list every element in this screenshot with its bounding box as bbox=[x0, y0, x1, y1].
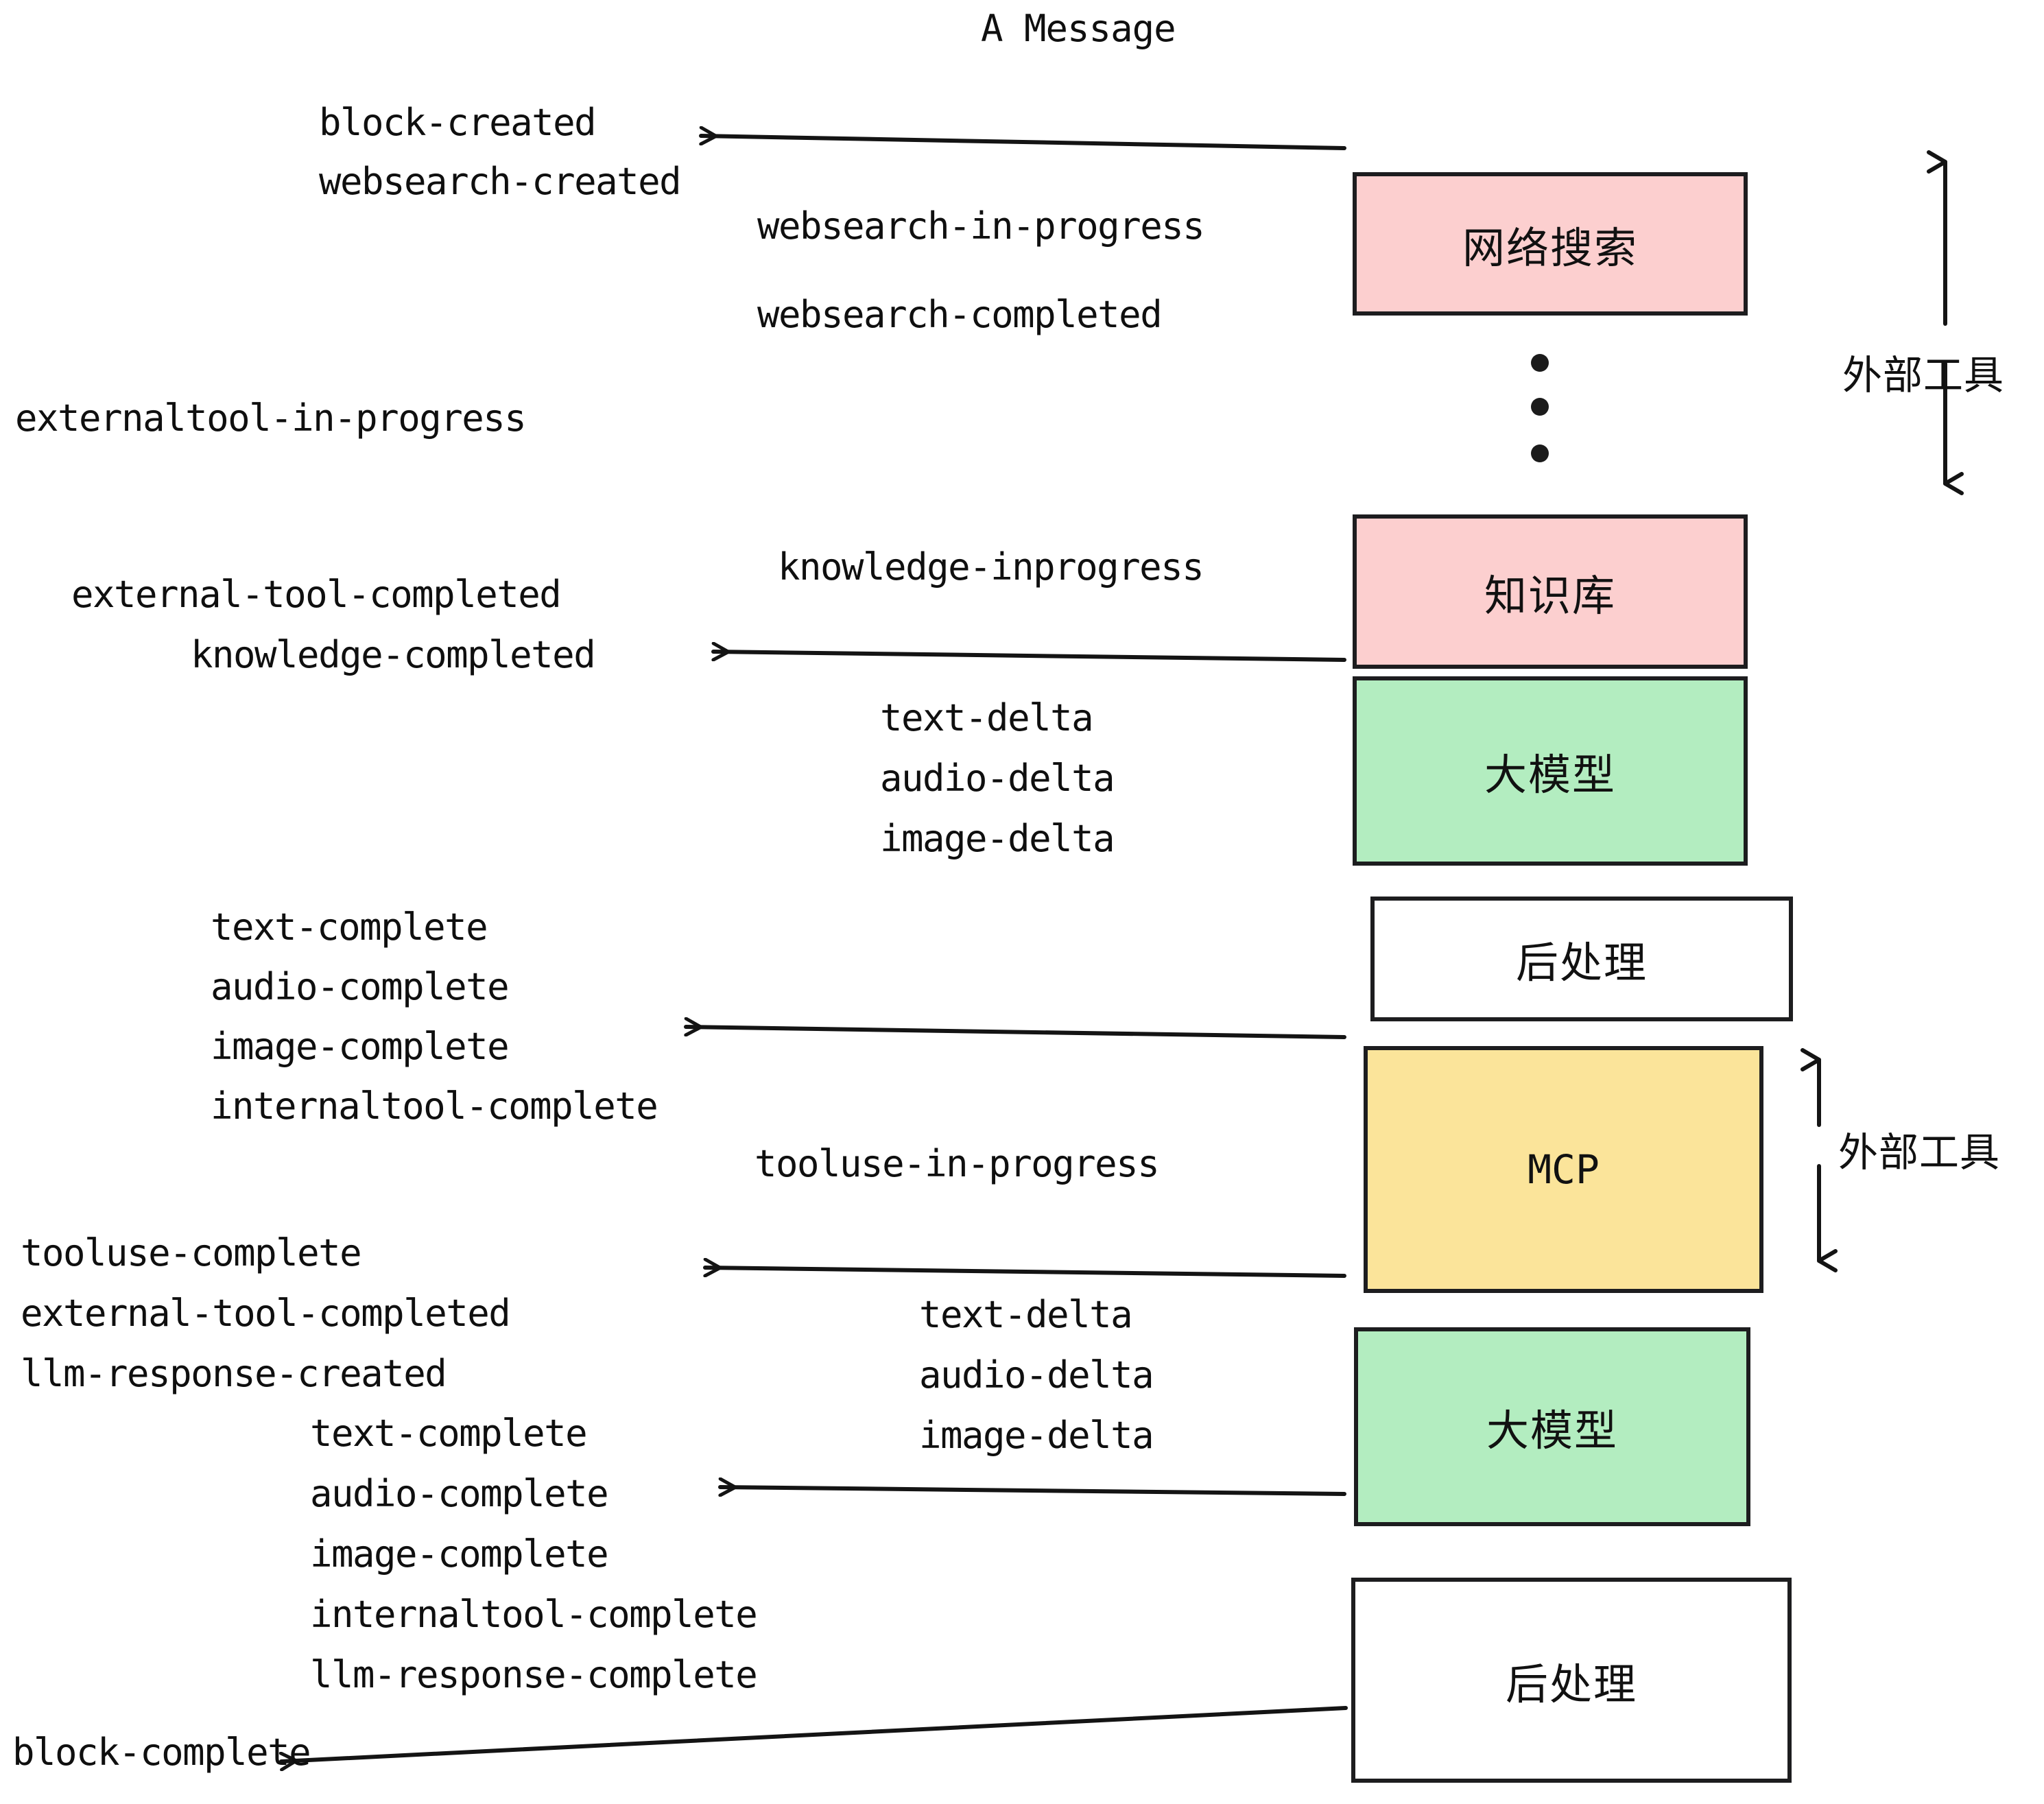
event-label-text-delta-2: text-delta bbox=[919, 1293, 1133, 1336]
arrow-block-complete bbox=[281, 1706, 1348, 1761]
event-label-audio-delta-2: audio-delta bbox=[919, 1353, 1154, 1397]
event-label-image-complete-1: image-complete bbox=[211, 1025, 510, 1068]
event-label-external-tool-completed-1: external-tool-completed bbox=[71, 573, 562, 616]
event-label-llm-response-complete: llm-response-complete bbox=[310, 1653, 758, 1696]
arrow-audio-complete bbox=[718, 1487, 1346, 1494]
event-label-image-delta-1: image-delta bbox=[880, 817, 1115, 860]
event-label-audio-complete-2: audio-complete bbox=[310, 1472, 609, 1515]
event-label-block-complete: block-complete bbox=[12, 1731, 311, 1774]
node-label: 大模型 bbox=[1486, 1405, 1618, 1456]
event-label-knowledge-inprogress: knowledge-inprogress bbox=[778, 545, 1204, 589]
event-label-websearch-created: websearch-created bbox=[319, 160, 682, 203]
event-label-llm-response-created: llm-response-created bbox=[21, 1352, 447, 1395]
node-knowledge[interactable]: 知识库 bbox=[1353, 514, 1748, 669]
node-label: 网络搜索 bbox=[1462, 222, 1638, 273]
event-label-image-delta-2: image-delta bbox=[919, 1414, 1154, 1457]
arrow-tooluse-complete bbox=[703, 1268, 1346, 1278]
event-label-internaltool-complete-1: internaltool-complete bbox=[211, 1084, 658, 1128]
group-label-external-tools-bottom: 外部工具 bbox=[1838, 1129, 2001, 1176]
node-postproc2[interactable]: 后处理 bbox=[1351, 1578, 1792, 1783]
ellipsis-dot-1 bbox=[1531, 354, 1549, 372]
event-label-text-complete-1: text-complete bbox=[211, 905, 488, 949]
arrow-block-created bbox=[699, 136, 1346, 150]
node-label: 后处理 bbox=[1515, 938, 1648, 988]
event-label-tooluse-in-progress: tooluse-in-progress bbox=[754, 1142, 1160, 1185]
event-label-websearch-in-progress: websearch-in-progress bbox=[757, 204, 1205, 248]
event-label-internaltool-complete-2: internaltool-complete bbox=[310, 1593, 758, 1636]
event-label-audio-complete-1: audio-complete bbox=[211, 965, 510, 1008]
ellipsis-dot-2 bbox=[1531, 398, 1549, 416]
node-llm2[interactable]: 大模型 bbox=[1354, 1327, 1750, 1526]
event-label-websearch-completed: websearch-completed bbox=[757, 293, 1163, 336]
arrow-knowledge-done bbox=[711, 652, 1346, 662]
node-label: 知识库 bbox=[1484, 570, 1616, 621]
node-llm1[interactable]: 大模型 bbox=[1353, 676, 1748, 866]
event-label-text-complete-2: text-complete bbox=[310, 1412, 588, 1455]
event-label-block-created: block-created bbox=[319, 101, 597, 144]
event-label-external-tool-completed-2: external-tool-completed bbox=[21, 1292, 511, 1335]
node-label: MCP bbox=[1528, 1146, 1600, 1193]
node-mcp[interactable]: MCP bbox=[1364, 1046, 1763, 1293]
node-postproc1[interactable]: 后处理 bbox=[1370, 897, 1793, 1021]
node-label: 后处理 bbox=[1505, 1659, 1637, 1709]
event-label-knowledge-completed: knowledge-completed bbox=[191, 633, 596, 676]
page-title: A Message bbox=[981, 7, 1176, 50]
event-label-text-delta-1: text-delta bbox=[880, 696, 1094, 739]
arrow-image-complete bbox=[684, 1027, 1346, 1039]
event-label-tooluse-complete: tooluse-complete bbox=[21, 1231, 362, 1274]
event-label-externaltool-in-progress: externaltool-in-progress bbox=[15, 396, 527, 440]
group-label-external-tools-top: 外部工具 bbox=[1842, 352, 2005, 399]
ellipsis-dot-3 bbox=[1531, 444, 1549, 462]
node-websearch[interactable]: 网络搜索 bbox=[1353, 172, 1748, 316]
node-label: 大模型 bbox=[1484, 750, 1616, 800]
event-label-image-complete-2: image-complete bbox=[310, 1532, 609, 1576]
event-label-audio-delta-1: audio-delta bbox=[880, 757, 1115, 800]
